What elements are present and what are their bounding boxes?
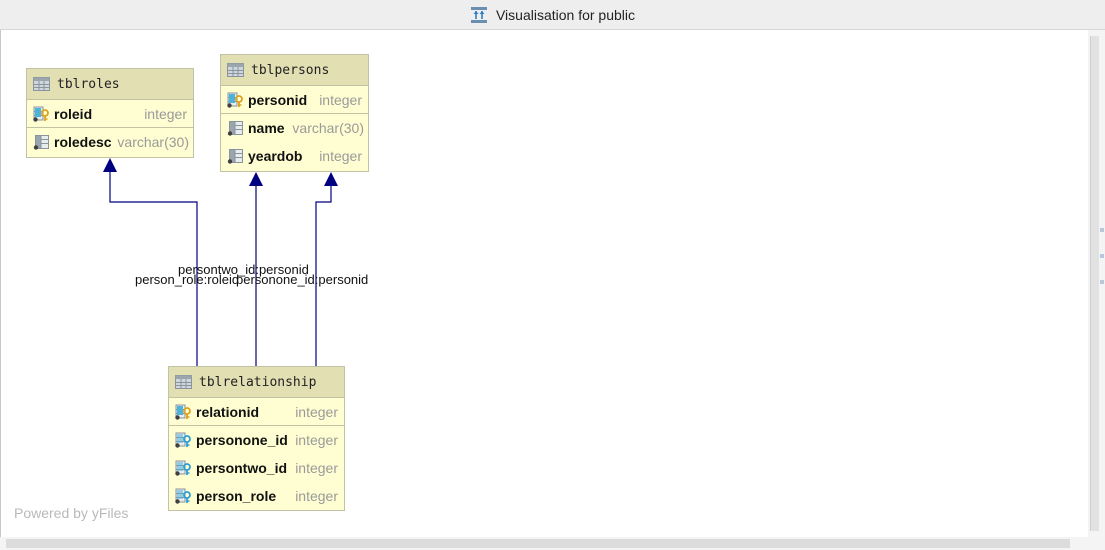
table-tblrelationship[interactable]: tblrelationship relationid integer perso… <box>168 366 345 511</box>
horizontal-scrollbar[interactable] <box>0 537 1105 550</box>
column-row[interactable]: persontwo_id integer <box>169 454 344 482</box>
column-type: integer <box>295 488 338 504</box>
column-name: roledesc <box>54 134 112 150</box>
edge-label: personone_id:personid <box>236 272 369 287</box>
title-bar: Visualisation for public <box>0 0 1105 30</box>
table-tblpersons[interactable]: tblpersons personid integer name varchar… <box>220 54 369 172</box>
edge-person-role <box>109 172 198 366</box>
arrowhead-roles <box>103 158 117 172</box>
column-name: person_role <box>196 488 277 504</box>
table-name: tblpersons <box>251 62 330 78</box>
column-name: relationid <box>196 403 260 420</box>
column-row[interactable]: yeardob integer <box>221 142 368 170</box>
column-name: yeardob <box>248 148 303 164</box>
column-type: integer <box>319 91 362 108</box>
vertical-scroll-thumb[interactable] <box>1090 36 1099 531</box>
column-row[interactable]: personid integer <box>221 86 368 114</box>
foreign-key-icon <box>175 488 192 504</box>
column-row[interactable]: person_role integer <box>169 482 344 510</box>
column-type: integer <box>295 403 338 420</box>
arrowhead-persons-b <box>324 172 338 186</box>
table-header: tblroles <box>27 69 193 100</box>
column-row[interactable]: name varchar(30) <box>221 114 368 142</box>
column-icon <box>227 148 244 164</box>
table-icon <box>227 62 244 78</box>
foreign-key-icon <box>175 432 192 448</box>
table-icon <box>175 374 192 390</box>
table-header: tblpersons <box>221 55 368 86</box>
column-name: persontwo_id <box>196 460 288 476</box>
table-header: tblrelationship <box>169 367 344 398</box>
column-row[interactable]: roleid integer <box>27 100 193 128</box>
edge-label: person_role:roleid <box>135 272 240 287</box>
table-name: tblroles <box>57 76 120 92</box>
column-row[interactable]: personone_id integer <box>169 426 344 454</box>
column-type: integer <box>319 148 362 164</box>
column-row[interactable]: roledesc varchar(30) <box>27 128 193 156</box>
column-name: personid <box>248 91 308 108</box>
primary-key-icon <box>227 92 244 108</box>
column-icon <box>227 120 244 136</box>
column-type: integer <box>295 460 338 476</box>
table-tblroles[interactable]: tblroles roleid integer roledesc varchar… <box>26 68 194 158</box>
column-row[interactable]: relationid integer <box>169 398 344 426</box>
horizontal-scroll-thumb[interactable] <box>6 539 1070 548</box>
column-name: name <box>248 120 285 136</box>
window-title: Visualisation for public <box>495 7 636 23</box>
column-type: varchar(30) <box>292 120 364 136</box>
column-name: roleid <box>54 105 93 122</box>
vertical-scrollbar[interactable] <box>1088 30 1105 537</box>
table-icon <box>33 76 50 92</box>
column-name: personone_id <box>196 432 288 448</box>
diagram-icon <box>470 6 488 24</box>
table-name: tblrelationship <box>199 374 317 390</box>
column-icon <box>33 134 50 150</box>
side-panel-edge <box>1100 228 1105 318</box>
column-type: integer <box>295 432 338 448</box>
column-type: varchar(30) <box>117 134 189 150</box>
edge-personone-id <box>315 186 332 366</box>
edge-label: persontwo_id:personid <box>178 262 309 277</box>
column-type: integer <box>144 105 187 122</box>
primary-key-icon <box>175 404 192 420</box>
foreign-key-icon <box>175 460 192 476</box>
primary-key-icon <box>33 106 50 122</box>
powered-by-label: Powered by yFiles <box>14 505 129 521</box>
arrowhead-persons-a <box>249 172 263 186</box>
